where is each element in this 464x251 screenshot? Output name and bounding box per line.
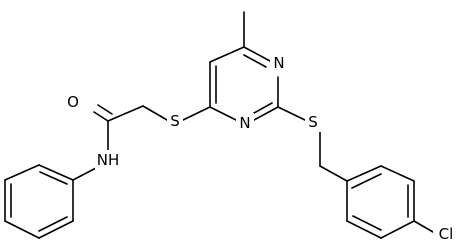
amide-nitrogen-label: NH [97, 151, 120, 169]
bond-phenyl-5 [38, 220, 74, 239]
bond-ring-n3-c2-inner [253, 102, 273, 114]
bond-aryl-5-inner [352, 215, 382, 231]
bond-aryl-chlorine [413, 220, 434, 233]
bond-aryl-4 [380, 220, 415, 239]
bond-ch2-aryl [319, 165, 348, 182]
bond-carbonyl-oxygen [93, 111, 109, 122]
thioether-sulfur-left-label: S [170, 112, 180, 130]
atom-ring-nitrogen-bottom: N [236, 113, 254, 133]
atom-oxygen: O [64, 92, 82, 112]
oxygen-label: O [67, 93, 79, 111]
bond-aryl-1-inner [351, 173, 382, 189]
bond-ch2-carbonyl [107, 105, 144, 122]
bond-phenyl-2 [4, 164, 40, 181]
bond-phenyl-1 [38, 164, 74, 181]
ring-nitrogen-top-label: N [273, 54, 284, 72]
bond-aryl-5 [346, 220, 382, 239]
bond-aryl-1 [346, 165, 382, 182]
bond-ring-n1-c6 [243, 46, 271, 62]
bond-ring-n1-c6-inner [243, 54, 267, 68]
atom-chlorine: Cl [433, 224, 459, 244]
bond-ring-c6-c5 [209, 46, 245, 63]
bond-ring-c4-n3 [209, 106, 237, 121]
atom-ring-nitrogen-top: N [270, 53, 288, 73]
atom-thioether-sulfur-right: S [305, 112, 321, 132]
atom-amide-nitrogen: NH [95, 150, 121, 170]
bond-aryl-2 [380, 165, 415, 182]
chlorine-label: Cl [439, 225, 454, 243]
atom-label-layer: O NH S S N N [64, 53, 459, 244]
bond-phenyl-1-inner [39, 171, 68, 185]
bond-c4-s-left [182, 106, 211, 121]
ring-nitrogen-bottom-label: N [239, 114, 250, 132]
bond-layer [4, 11, 434, 239]
atom-thioether-sulfur-left: S [167, 111, 183, 131]
bond-s-left-ch2 [142, 105, 168, 121]
bond-ring-n3-c2 [253, 106, 279, 121]
bond-carbonyl-oxygen-2 [97, 104, 113, 115]
bond-c2-s-right [277, 106, 306, 121]
bond-phenyl-5-inner [38, 216, 68, 232]
bond-nitrogen-phenyl [72, 167, 97, 181]
bond-phenyl-4 [4, 220, 40, 239]
thioether-sulfur-right-label: S [308, 113, 318, 131]
